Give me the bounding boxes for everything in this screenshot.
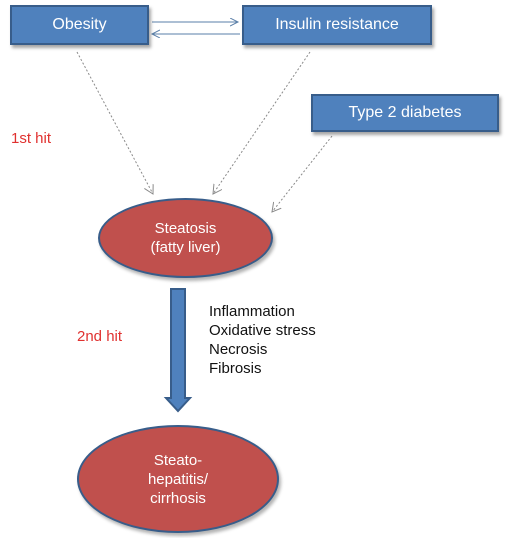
factor-item: Fibrosis: [209, 360, 262, 377]
steatohepatitis-line-3: cirrhosis: [150, 489, 206, 507]
type2-diabetes-label: Type 2 diabetes: [348, 104, 462, 121]
second-hit-label: 2nd hit: [77, 328, 123, 345]
steatosis-line-2: (fatty liver): [150, 239, 221, 256]
obesity-box: Obesity: [10, 5, 149, 45]
insulin-resistance-box: Insulin resistance: [242, 5, 432, 45]
diabetes-to-steatosis-arrow: [272, 135, 333, 212]
steatohepatitis-line-1: Steato-: [153, 451, 203, 469]
factor-item: Oxidative stress: [209, 322, 316, 339]
second-hit-factors-list: Inflammation Oxidative stress Necrosis F…: [209, 302, 316, 378]
insulin-to-steatosis-arrow: [213, 51, 311, 194]
steatosis-line-1: Steatosis: [154, 220, 217, 237]
type2-diabetes-box: Type 2 diabetes: [311, 94, 499, 132]
obesity-to-steatosis-arrow: [76, 51, 153, 194]
steatohepatitis-ellipse: Steato- hepatitis/ cirrhosis: [77, 425, 279, 533]
insulin-resistance-label: Insulin resistance: [275, 16, 399, 33]
steatosis-ellipse: Steatosis (fatty liver): [98, 198, 273, 278]
factor-item: Necrosis: [209, 341, 268, 358]
second-hit-block-arrow: [163, 288, 193, 413]
factor-item: Inflammation: [209, 303, 295, 320]
obesity-label: Obesity: [52, 16, 107, 33]
first-hit-label: 1st hit: [11, 130, 52, 147]
steatohepatitis-line-2: hepatitis/: [147, 470, 209, 488]
